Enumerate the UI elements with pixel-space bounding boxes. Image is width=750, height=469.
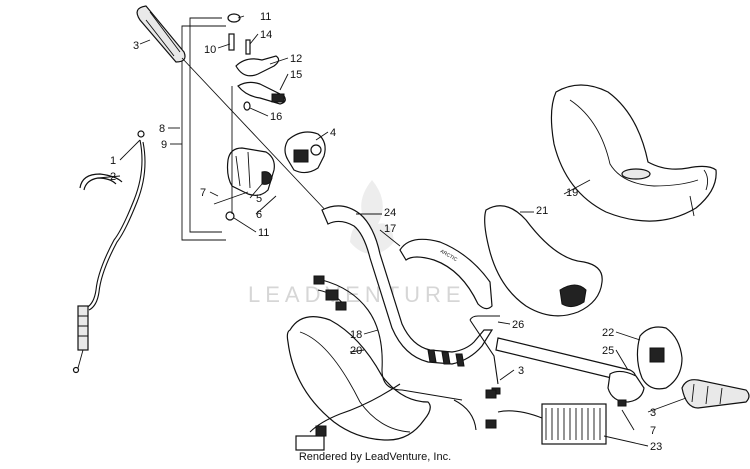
handlebar-pad: ARCTIC xyxy=(399,238,493,310)
grip-heater-wiring xyxy=(295,275,497,451)
switch-assembly xyxy=(284,131,326,174)
callout-5: 5 xyxy=(256,193,262,205)
callout-15: 16 xyxy=(270,111,282,123)
callout-14: 15 xyxy=(290,69,302,81)
right-control-module xyxy=(607,326,683,407)
callout-16: 24 xyxy=(384,207,396,219)
callout-23: 23 xyxy=(650,441,662,453)
callout-7-right: 7 xyxy=(650,425,656,437)
callout-18: 20 xyxy=(350,345,362,357)
callout-2: 2 xyxy=(110,171,116,183)
callout-11-top: 11 xyxy=(260,11,271,23)
callout-13: 14 xyxy=(260,29,272,41)
callout-17: 18 xyxy=(350,329,362,341)
callout-24: 17 xyxy=(384,223,396,235)
callout-12: 12 xyxy=(290,53,302,65)
right-hand-grip xyxy=(681,379,750,409)
throttle-cable xyxy=(72,130,146,374)
callout-25: 26 xyxy=(512,319,524,331)
callout-19: 21 xyxy=(536,205,548,217)
throttle-housing xyxy=(213,86,275,221)
callout-26: 3 xyxy=(518,365,524,377)
right-hand-guard xyxy=(484,205,603,317)
callout-1: 1 xyxy=(110,155,116,167)
watermark-text: LEADVENTURE xyxy=(248,282,466,307)
callout-21: 22 xyxy=(602,327,614,339)
callout-6: 6 xyxy=(256,209,262,221)
callout-7-left: 7 xyxy=(200,187,206,199)
callout-3-left: 3 xyxy=(133,40,139,52)
callout-22: 25 xyxy=(602,345,614,357)
callout-4: 4 xyxy=(330,127,336,139)
cable-bracket-lines xyxy=(181,17,226,241)
heater-element xyxy=(497,403,607,445)
callout-9: 9 xyxy=(161,139,167,151)
callout-20: 19 xyxy=(566,187,578,199)
throttle-lever xyxy=(227,13,286,111)
callout-8: 8 xyxy=(159,123,165,135)
leader-lines xyxy=(97,15,687,447)
render-credit: Rendered by LeadVenture, Inc. xyxy=(298,451,452,463)
left-hand-grip xyxy=(136,5,186,63)
bar-bracket xyxy=(469,315,501,395)
storage-seat xyxy=(550,84,717,222)
callout-labels: 3 11 10 14 12 15 16 4 8 9 1 2 7 5 6 11 2… xyxy=(110,11,662,453)
callout-10: 10 xyxy=(204,44,216,56)
callout-11-bottom: 11 xyxy=(258,227,269,239)
left-hand-guard xyxy=(286,316,431,441)
callout-3-right: 3 xyxy=(650,407,656,419)
